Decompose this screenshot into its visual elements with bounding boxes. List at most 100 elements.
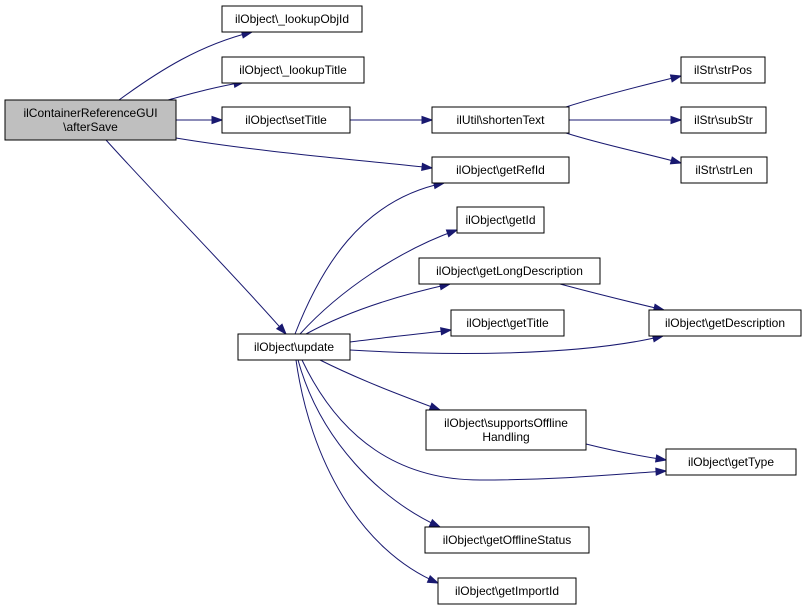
edge-update-to-getLongDescription: [305, 282, 452, 335]
node-box: [237, 333, 351, 361]
edge-update-to-getId: [299, 229, 459, 335]
edge-line: [305, 283, 451, 335]
node-getId[interactable]: ilObject\getId: [456, 206, 545, 234]
arrowhead-icon: [669, 74, 683, 83]
edge-shortenText-to-strLen: [565, 132, 683, 165]
edge-line: [105, 139, 287, 335]
edge-update-to-getDescription: [349, 334, 665, 354]
node-box: [221, 56, 365, 84]
node-lookupObjId[interactable]: ilObject\_lookupObjId: [221, 5, 363, 33]
node-label: ilStr\subStr: [694, 113, 753, 127]
node-box: [680, 56, 766, 84]
node-box: [4, 99, 177, 141]
edge-root-to-setTitle: [176, 115, 224, 125]
edge-line: [585, 443, 667, 461]
node-label: ilContainerReferenceGUI: [23, 106, 157, 120]
node-box: [456, 206, 545, 234]
node-label: ilObject\getRefId: [456, 163, 545, 177]
arrowhead-icon: [440, 327, 453, 336]
node-getRefId[interactable]: ilObject\getRefId: [431, 156, 570, 184]
edges-layer: [105, 30, 683, 584]
node-label: ilObject\supportsOffline: [444, 416, 568, 430]
edge-line: [295, 359, 439, 584]
node-lookupTitle[interactable]: ilObject\_lookupTitle: [221, 56, 365, 84]
edge-line: [349, 329, 452, 343]
node-label: ilObject\_lookupTitle: [239, 63, 347, 77]
node-subStr[interactable]: ilStr\subStr: [680, 106, 767, 134]
edge-root-to-getRefId: [175, 137, 434, 172]
edge-line: [299, 229, 458, 335]
edge-update-to-getType: [301, 359, 668, 481]
arrowhead-icon: [428, 402, 442, 411]
node-label: ilUtil\shortenText: [456, 113, 545, 127]
edge-shortenText-to-strPos: [565, 74, 683, 108]
node-box: [450, 309, 565, 337]
node-box: [424, 526, 590, 554]
edge-update-to-getTitle: [349, 327, 453, 343]
arrowhead-icon: [655, 467, 668, 476]
node-box: [418, 257, 601, 285]
node-label: ilObject\getDescription: [665, 316, 785, 330]
edge-setTitle-to-shortenText: [350, 115, 434, 125]
node-root[interactable]: ilContainerReferenceGUI\afterSave: [4, 99, 177, 141]
arrowhead-icon: [275, 323, 287, 336]
node-getDescription[interactable]: ilObject\getDescription: [648, 309, 802, 337]
node-label: ilObject\getType: [688, 455, 774, 469]
edge-supportsOffline-to-getType: [585, 443, 668, 463]
node-setTitle[interactable]: ilObject\setTitle: [221, 106, 351, 134]
arrowhead-icon: [421, 162, 434, 172]
node-label: ilObject\_lookupObjId: [235, 12, 349, 26]
node-label: Handling: [482, 430, 529, 444]
arrowhead-icon: [669, 156, 683, 165]
arrowhead-icon: [421, 115, 434, 125]
node-box: [648, 309, 802, 337]
node-box: [431, 106, 570, 134]
node-box: [680, 106, 767, 134]
edge-line: [319, 359, 441, 411]
node-strPos[interactable]: ilStr\strPos: [680, 56, 766, 84]
node-box: [221, 106, 351, 134]
edge-shortenText-to-subStr: [569, 115, 683, 125]
node-getType[interactable]: ilObject\getType: [665, 448, 797, 476]
arrowhead-icon: [426, 574, 440, 584]
node-label: ilObject\getTitle: [466, 316, 549, 330]
edge-update-to-getOfflineStatus: [297, 359, 442, 528]
edge-line: [175, 137, 433, 169]
node-update[interactable]: ilObject\update: [237, 333, 351, 361]
node-box: [221, 5, 363, 33]
edge-line: [565, 132, 682, 164]
node-box: [431, 156, 570, 184]
edge-line: [301, 359, 667, 481]
node-getImportId[interactable]: ilObject\getImportId: [437, 577, 577, 605]
arrowhead-icon: [211, 115, 224, 125]
arrowhead-icon: [654, 454, 668, 463]
node-strLen[interactable]: ilStr\strLen: [680, 156, 768, 184]
edge-line: [349, 335, 664, 354]
node-shortenText[interactable]: ilUtil\shortenText: [431, 106, 570, 134]
node-label: ilObject\update: [254, 340, 334, 354]
node-label: ilObject\getLongDescription: [436, 264, 583, 278]
nodes-layer: ilContainerReferenceGUI\afterSave ilObjec…: [4, 5, 802, 605]
node-label: ilObject\getOfflineStatus: [443, 533, 572, 547]
node-label: ilObject\getImportId: [455, 584, 559, 598]
node-box: [437, 577, 577, 605]
edge-update-to-supportsOffline: [319, 359, 442, 411]
arrowhead-icon: [445, 229, 459, 238]
edge-root-to-update: [105, 139, 287, 336]
edge-line: [297, 359, 441, 528]
edge-line: [565, 75, 682, 108]
edge-line: [559, 283, 665, 311]
node-box: [665, 448, 797, 476]
node-label: ilObject\setTitle: [245, 113, 327, 127]
node-getTitle[interactable]: ilObject\getTitle: [450, 309, 565, 337]
node-getOfflineStatus[interactable]: ilObject\getOfflineStatus: [424, 526, 590, 554]
node-box: [680, 156, 768, 184]
node-label: ilObject\getId: [465, 213, 535, 227]
node-getLongDescription[interactable]: ilObject\getLongDescription: [418, 257, 601, 285]
node-label: \afterSave: [63, 120, 118, 134]
node-label: ilStr\strPos: [694, 63, 752, 77]
node-box: [425, 409, 587, 451]
arrowhead-icon: [670, 115, 683, 125]
